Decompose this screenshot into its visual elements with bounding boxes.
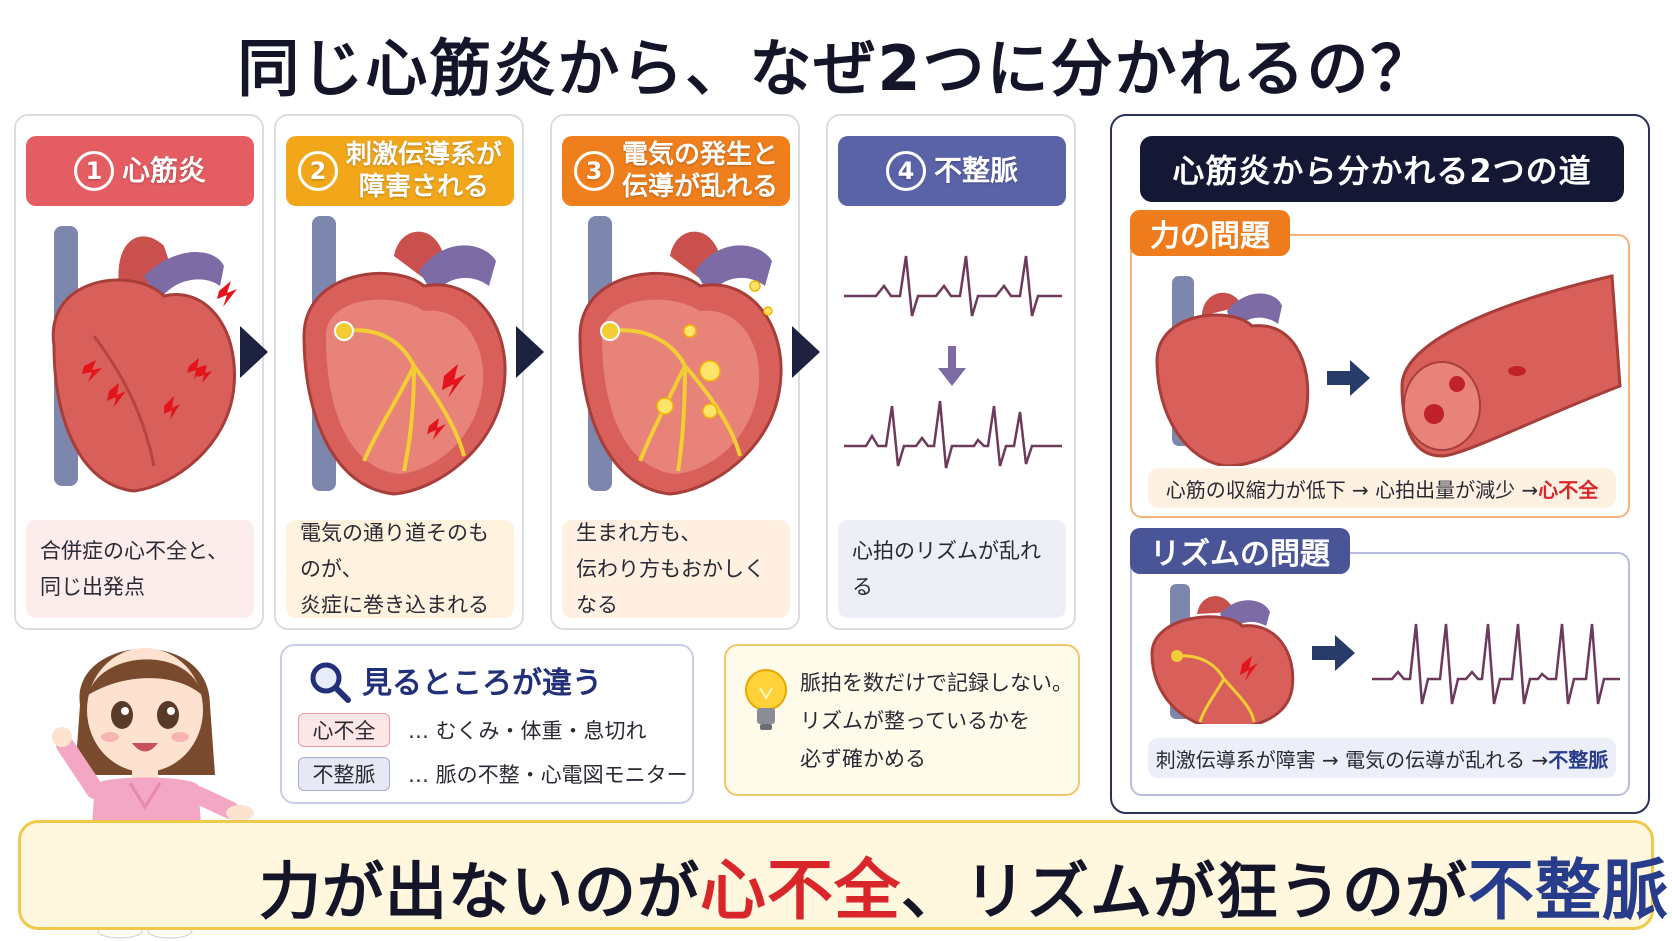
arrhythmia-tag: 不整脈 xyxy=(298,757,390,791)
summary-emphasis-arrhythmia: 不整脈 xyxy=(1468,852,1670,929)
tip-line-3: 必ず確かめる xyxy=(800,747,926,771)
rhythm-problem-tag: リズムの問題 xyxy=(1130,528,1350,574)
step-card-3: 3 電気の発生と 伝導が乱れる 生まれ方も、 伝わり方もおかしくなる xyxy=(550,114,800,630)
step-label-3-line1: 電気の発生と xyxy=(621,140,778,170)
arrhythmia-points: … 脈の不整・心電図モニター xyxy=(408,763,688,787)
heart-failure-tag: 心不全 xyxy=(298,713,390,747)
flow-arrow-icon xyxy=(516,326,544,378)
rhythm-problem-caption: 刺激伝導系が障害 → 電気の伝導が乱れる → 不整脈 xyxy=(1148,738,1616,778)
electrical-disturbance-heart-illustration xyxy=(578,216,783,496)
flow-arrow-icon xyxy=(792,326,820,378)
step-note-3-line2: 伝わり方もおかしくなる xyxy=(576,557,765,617)
step-header-1: 1 心筋炎 xyxy=(26,136,254,206)
step-note-3: 生まれ方も、 伝わり方もおかしくなる xyxy=(562,520,790,618)
two-paths-panel: 心筋炎から分かれる2つの道 心筋の収縮力が低下 → 心拍出量が減少 → 心不全 … xyxy=(1110,114,1650,814)
step-header-4: 4 不整脈 xyxy=(838,136,1066,206)
step-number-3: 3 xyxy=(573,151,614,191)
step-card-4: 4 不整脈 心拍のリズムが乱れる xyxy=(826,114,1076,630)
summary-bar: 力が出ないのが心不全、リズムが狂うのが不整脈 xyxy=(18,820,1668,933)
heart-failure-points: … むくみ・体重・息切れ xyxy=(408,719,647,743)
summary-part-2: 、リズムが狂うのが xyxy=(901,855,1469,928)
step-label-3-line2: 伝導が乱れる xyxy=(621,172,778,202)
step-label-2-line1: 刺激伝導系が xyxy=(345,140,502,170)
power-problem-caption: 心筋の収縮力が低下 → 心拍出量が減少 → 心不全 xyxy=(1148,468,1616,508)
step-header-3: 3 電気の発生と 伝導が乱れる xyxy=(562,136,790,206)
page-title: 同じ心筋炎から、なぜ2つに分かれるの？ xyxy=(237,32,1435,105)
right-arrow-icon xyxy=(1327,360,1370,396)
conduction-system-heart-illustration xyxy=(302,216,507,496)
step-header-2: 2 刺激伝導系が 障害される xyxy=(286,136,514,206)
rhythm-caption-pre: 刺激伝導系が障害 → 電気の伝導が乱れる → xyxy=(1155,747,1549,772)
tip-text: 脈拍を数だけで記録しない。 リズムが整っているかを 必ず確かめる xyxy=(800,664,1073,778)
step-number-2: 2 xyxy=(297,151,338,191)
step-note-2: 電気の通り道そのものが、 炎症に巻き込まれる xyxy=(286,520,514,618)
step-note-4-line1: 心拍のリズムが乱れる xyxy=(852,539,1041,599)
rhythm-problem-box: 刺激伝導系が障害 → 電気の伝導が乱れる → 不整脈 xyxy=(1130,552,1630,796)
step-card-1: 1 心筋炎 合併症の心不全と、 同じ出発点 xyxy=(14,114,264,630)
observation-row-heart-failure: 心不全 … むくみ・体重・息切れ xyxy=(298,712,647,748)
down-arrow-icon xyxy=(938,368,966,386)
flow-arrow-icon xyxy=(240,326,268,378)
lightbulb-icon xyxy=(745,669,787,730)
weak-heart-and-vessel-illustration xyxy=(1155,274,1622,466)
step-note-2-line2: 炎症に巻き込まれる xyxy=(300,593,489,617)
rhythm-caption-em: 不整脈 xyxy=(1548,747,1609,772)
electrical-spark-icons xyxy=(656,280,773,419)
ecg-waveform-illustration xyxy=(844,255,1062,469)
disruption-spark-icon xyxy=(442,364,466,398)
observation-title: 見るところが違う xyxy=(362,666,602,701)
irregular-ecg-line xyxy=(844,400,1062,469)
step-label-2-line2: 障害される xyxy=(358,172,489,202)
power-caption-pre: 心筋の収縮力が低下 → 心拍出量が減少 → xyxy=(1165,477,1539,502)
two-paths-title: 心筋炎から分かれる2つの道 xyxy=(1140,136,1624,202)
step-note-1: 合併症の心不全と、 同じ出発点 xyxy=(26,520,254,618)
right-arrow-icon xyxy=(1312,635,1355,671)
conduction-pathway xyxy=(343,328,466,472)
tip-line-1: 脈拍を数だけで記録しない。 xyxy=(800,671,1073,695)
tip-box: 脈拍を数だけで記録しない。 リズムが整っているかを 必ず確かめる xyxy=(724,644,1080,796)
step-note-2-line1: 電気の通り道そのものが、 xyxy=(300,521,489,581)
observation-points-box: 見るところが違う 心不全 … むくみ・体重・息切れ 不整脈 … 脈の不整・心電図… xyxy=(280,644,694,804)
step-note-4: 心拍のリズムが乱れる xyxy=(838,520,1066,618)
magnifier-icon xyxy=(310,662,351,703)
step-note-1-line1: 合併症の心不全と、 xyxy=(40,539,229,563)
step-label-4: 不整脈 xyxy=(933,154,1018,187)
step-number-1: 1 xyxy=(73,151,114,191)
power-caption-em: 心不全 xyxy=(1538,477,1599,502)
summary-part-1: 力が出ないのが xyxy=(259,855,701,928)
step-label-1: 心筋炎 xyxy=(121,154,206,187)
step-note-3-line1: 生まれ方も、 xyxy=(576,521,702,545)
inflamed-heart-illustration xyxy=(51,226,237,493)
tip-line-2: リズムが整っているかを xyxy=(800,709,1030,733)
step-card-2: 2 刺激伝導系が 障害される 電気の通り道そのものが、 炎症に巻き込まれる xyxy=(274,114,524,630)
blood-cell-icon xyxy=(1424,404,1444,424)
observation-row-arrhythmia: 不整脈 … 脈の不整・心電図モニター xyxy=(298,756,688,792)
arrhythmia-heart-and-ecg-illustration xyxy=(1150,584,1620,724)
normal-ecg-line xyxy=(844,255,1062,317)
summary-emphasis-heart-failure: 心不全 xyxy=(700,852,902,929)
step-note-1-line2: 同じ出発点 xyxy=(40,575,145,599)
power-problem-tag: 力の問題 xyxy=(1130,210,1290,256)
summary-text: 力が出ないのが心不全、リズムが狂うのが不整脈 xyxy=(259,837,1668,933)
power-problem-box: 心筋の収縮力が低下 → 心拍出量が減少 → 心不全 xyxy=(1130,234,1630,518)
inflammation-spark-icons xyxy=(82,281,237,420)
step-number-4: 4 xyxy=(885,151,926,191)
